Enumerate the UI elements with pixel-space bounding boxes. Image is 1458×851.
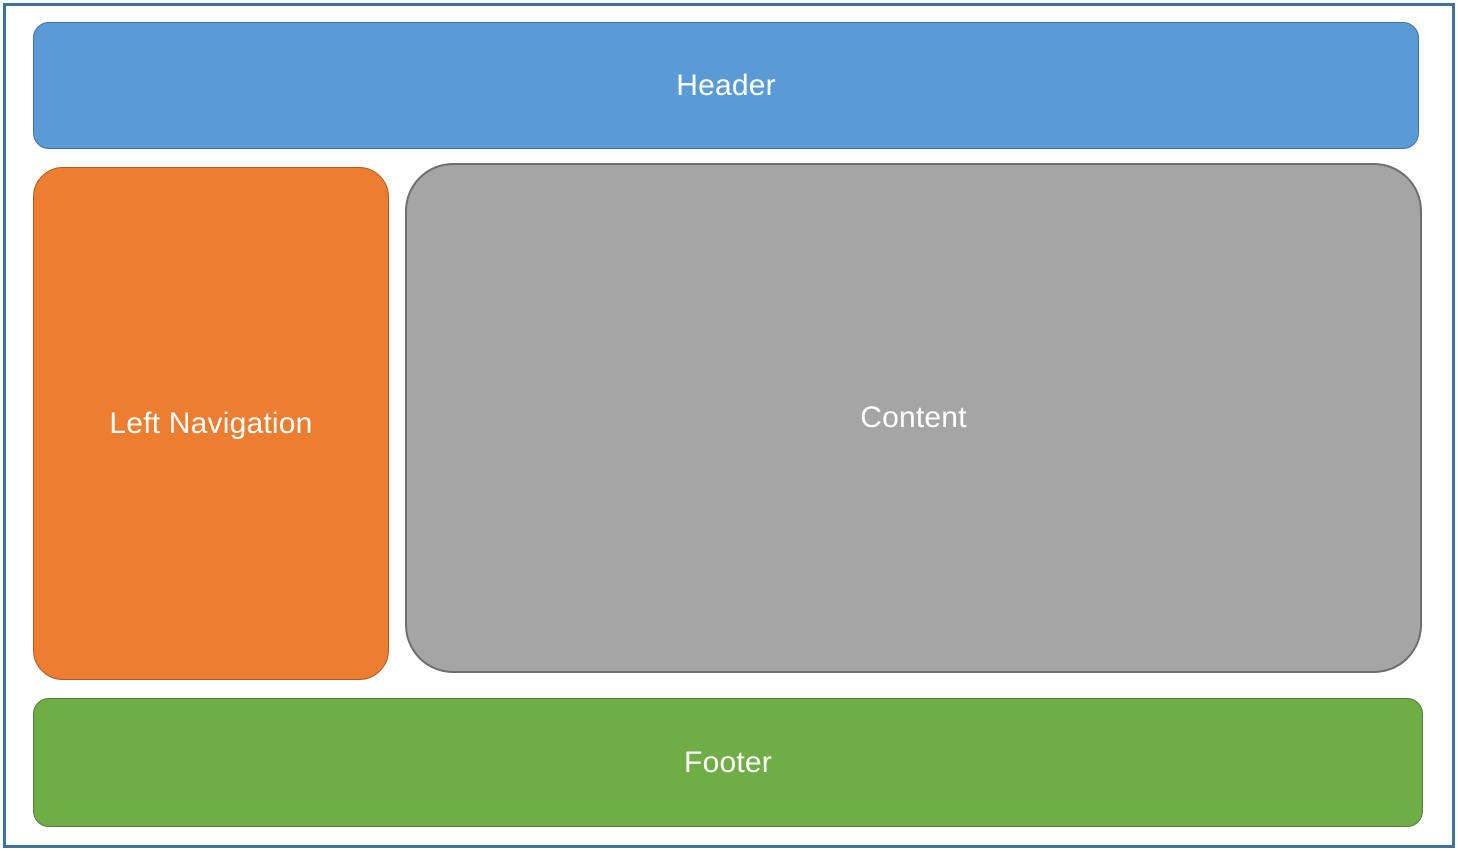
layout-block-content[interactable]: Content (405, 163, 1422, 673)
layout-block-content-label: Content (860, 401, 967, 434)
layout-block-footer[interactable]: Footer (33, 698, 1423, 827)
layout-block-left-navigation[interactable]: Left Navigation (33, 167, 389, 680)
layout-block-footer-label: Footer (684, 745, 772, 779)
layout-block-header-label: Header (676, 68, 776, 102)
layout-block-left-navigation-label: Left Navigation (109, 406, 313, 440)
layout-block-header[interactable]: Header (33, 22, 1419, 149)
